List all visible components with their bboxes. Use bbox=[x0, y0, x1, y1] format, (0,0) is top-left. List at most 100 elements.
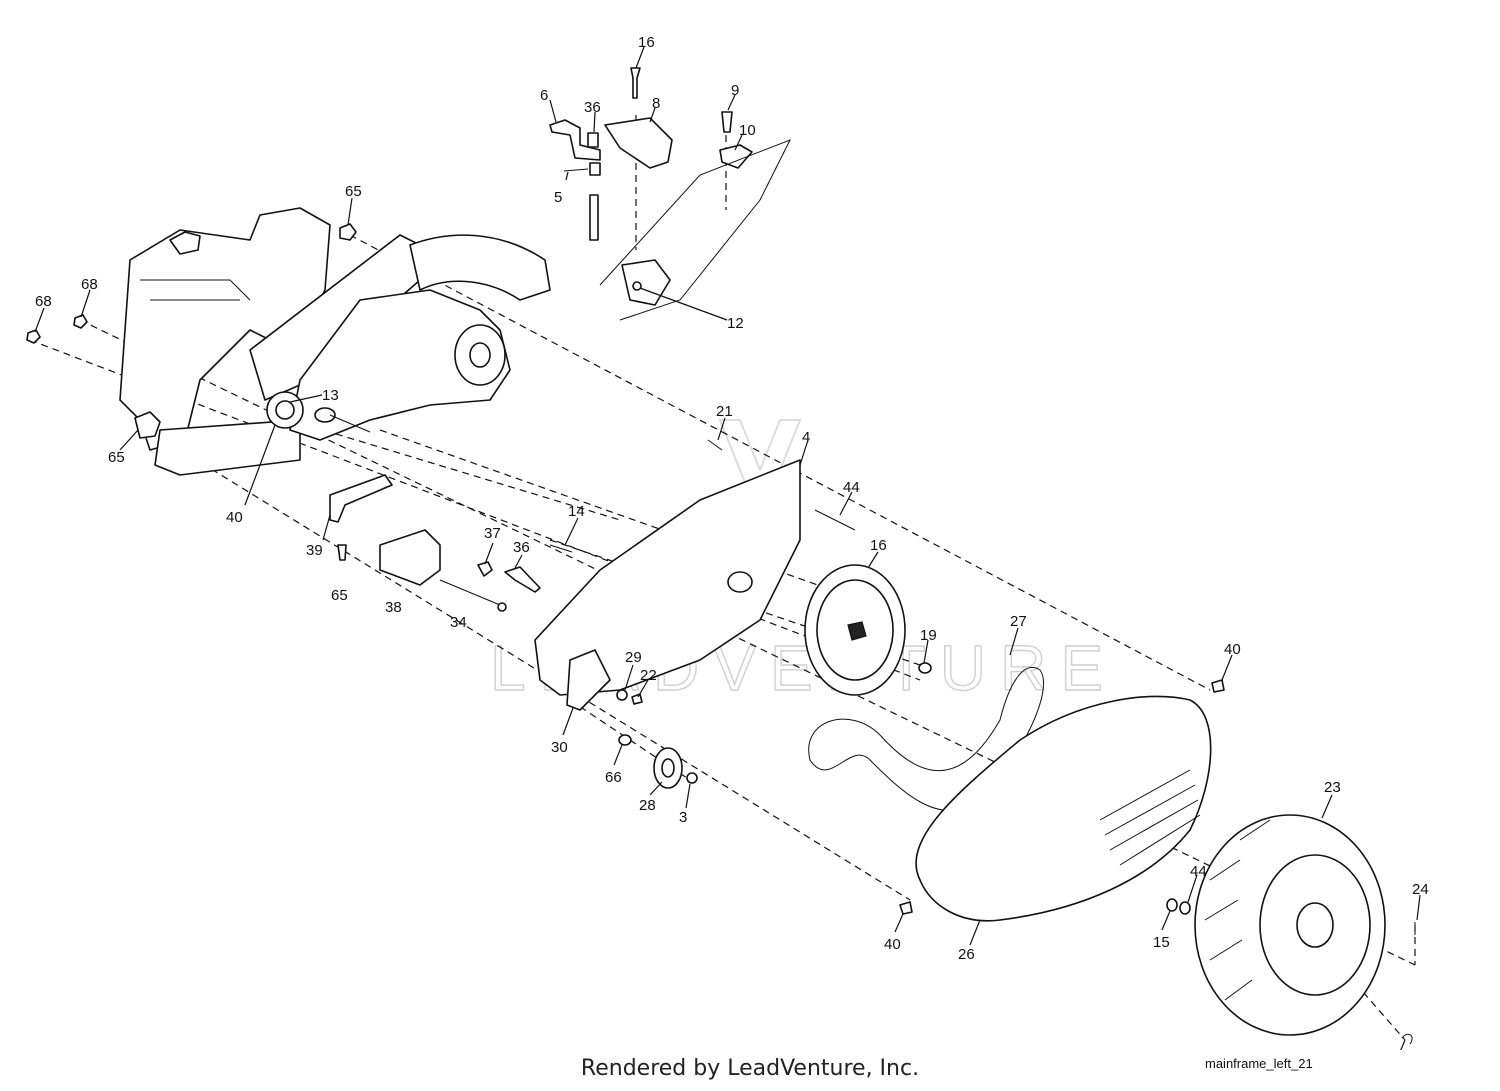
leader-line bbox=[1400, 1039, 1406, 1050]
part-label: 37 bbox=[484, 525, 501, 542]
bolt-31-head bbox=[497, 602, 507, 612]
depth-bar-guard bbox=[599, 139, 792, 321]
part-label: 26 bbox=[958, 946, 975, 963]
nut-3 bbox=[686, 772, 698, 784]
middle-hardware bbox=[329, 439, 932, 789]
leader-line bbox=[549, 99, 557, 123]
leader-line bbox=[613, 744, 623, 766]
shaft-32 bbox=[504, 566, 541, 593]
engine-assembly bbox=[26, 207, 551, 476]
leader-line bbox=[717, 417, 726, 441]
part-label: 9 bbox=[731, 82, 739, 99]
leader-line bbox=[799, 439, 809, 466]
leader-line bbox=[969, 919, 981, 946]
idler-pulley-hub bbox=[661, 758, 675, 778]
screw-9 bbox=[721, 111, 733, 133]
nut-65-lower bbox=[134, 411, 161, 439]
part-label: 68 bbox=[35, 293, 52, 310]
washer-15 bbox=[1166, 898, 1178, 912]
part-label: 22 bbox=[640, 667, 657, 684]
part-label: 12 bbox=[727, 315, 744, 332]
part-label: 66 bbox=[605, 769, 622, 786]
part-label: 39 bbox=[306, 542, 323, 559]
part-label: 16 bbox=[638, 34, 655, 51]
block-34 bbox=[379, 529, 441, 586]
wheel-23-hub bbox=[1296, 902, 1334, 948]
part-label: 3 bbox=[679, 809, 687, 826]
pin-14 bbox=[549, 544, 573, 553]
part-label: 10 bbox=[739, 122, 756, 139]
pulley-16-hub bbox=[847, 621, 867, 641]
engine-base bbox=[154, 419, 301, 476]
spacer-44 bbox=[1179, 901, 1191, 915]
part-label: 40 bbox=[226, 509, 243, 526]
leader-line bbox=[119, 429, 139, 451]
bracket-6 bbox=[549, 119, 601, 161]
leader-line bbox=[635, 46, 645, 69]
bolt-38 bbox=[814, 509, 856, 531]
part-label: 13 bbox=[322, 387, 339, 404]
leader-line bbox=[1187, 874, 1198, 903]
washer-19 bbox=[918, 662, 932, 674]
exploded-parts-diagram: LEADVENTURE bbox=[26, 34, 1429, 1050]
part-label: 4 bbox=[802, 429, 810, 446]
part-label: 14 bbox=[568, 503, 585, 520]
diagram-id-label: mainframe_left_21 bbox=[1205, 1056, 1313, 1071]
part-label: 36 bbox=[584, 99, 601, 116]
part-label: 40 bbox=[884, 936, 901, 953]
leader-line bbox=[894, 913, 904, 933]
belt-cover-26 bbox=[915, 695, 1212, 922]
part-label: 16 bbox=[870, 537, 887, 554]
pin-39 bbox=[587, 132, 599, 148]
part-label: 5 bbox=[554, 189, 562, 206]
clip-25 bbox=[1401, 1033, 1413, 1045]
bracket-30 bbox=[566, 649, 611, 711]
engine-fins bbox=[140, 279, 251, 301]
leader-line bbox=[685, 783, 691, 809]
alignment-line bbox=[289, 419, 621, 521]
alignment-line bbox=[139, 424, 911, 901]
alignment-line bbox=[349, 234, 1211, 691]
part-label: 44 bbox=[843, 479, 860, 496]
bushing-12 bbox=[621, 259, 671, 306]
part-labels: 16 6 36 8 9 10 5 12 13 40 39 65 38 34 37… bbox=[35, 34, 1429, 963]
bolt-31 bbox=[439, 579, 501, 606]
part-label: 29 bbox=[625, 649, 642, 666]
leader-line bbox=[564, 517, 579, 546]
belt-guard-hole bbox=[727, 571, 753, 593]
part-label: 65 bbox=[108, 449, 125, 466]
leader-line bbox=[514, 554, 523, 569]
leader-line bbox=[624, 664, 634, 691]
leader-line bbox=[244, 424, 276, 506]
leader-line bbox=[565, 171, 569, 181]
nut-65-upper bbox=[339, 223, 357, 241]
leader-line bbox=[727, 94, 736, 111]
part-label: 65 bbox=[331, 587, 348, 604]
part-label: 36 bbox=[513, 539, 530, 556]
tine-shield bbox=[409, 234, 551, 301]
part-label: 6 bbox=[540, 87, 548, 104]
leader-line bbox=[593, 111, 596, 133]
leader-line bbox=[639, 287, 728, 321]
part-label: 15 bbox=[1153, 934, 1170, 951]
part-label: 38 bbox=[385, 599, 402, 616]
nut-68-right bbox=[73, 314, 88, 329]
footer-credit: Rendered by LeadVenture, Inc. bbox=[580, 1056, 920, 1081]
transmission-housing bbox=[289, 289, 511, 441]
leader-line bbox=[80, 289, 91, 318]
engine-pulley-hub bbox=[275, 400, 295, 420]
part-label: 19 bbox=[920, 627, 937, 644]
leader-line bbox=[923, 639, 929, 664]
leader-line bbox=[322, 514, 331, 541]
cover-vents bbox=[1099, 769, 1201, 866]
leader-line bbox=[1416, 894, 1421, 921]
part-label: 68 bbox=[81, 276, 98, 293]
part-label: 44 bbox=[1190, 863, 1207, 880]
bolt-22 bbox=[631, 693, 643, 705]
leader-line bbox=[734, 134, 743, 151]
part-label: 65 bbox=[345, 183, 362, 200]
leader-line bbox=[649, 107, 656, 123]
fuel-cap bbox=[169, 231, 201, 255]
part-label: 40 bbox=[1224, 641, 1241, 658]
